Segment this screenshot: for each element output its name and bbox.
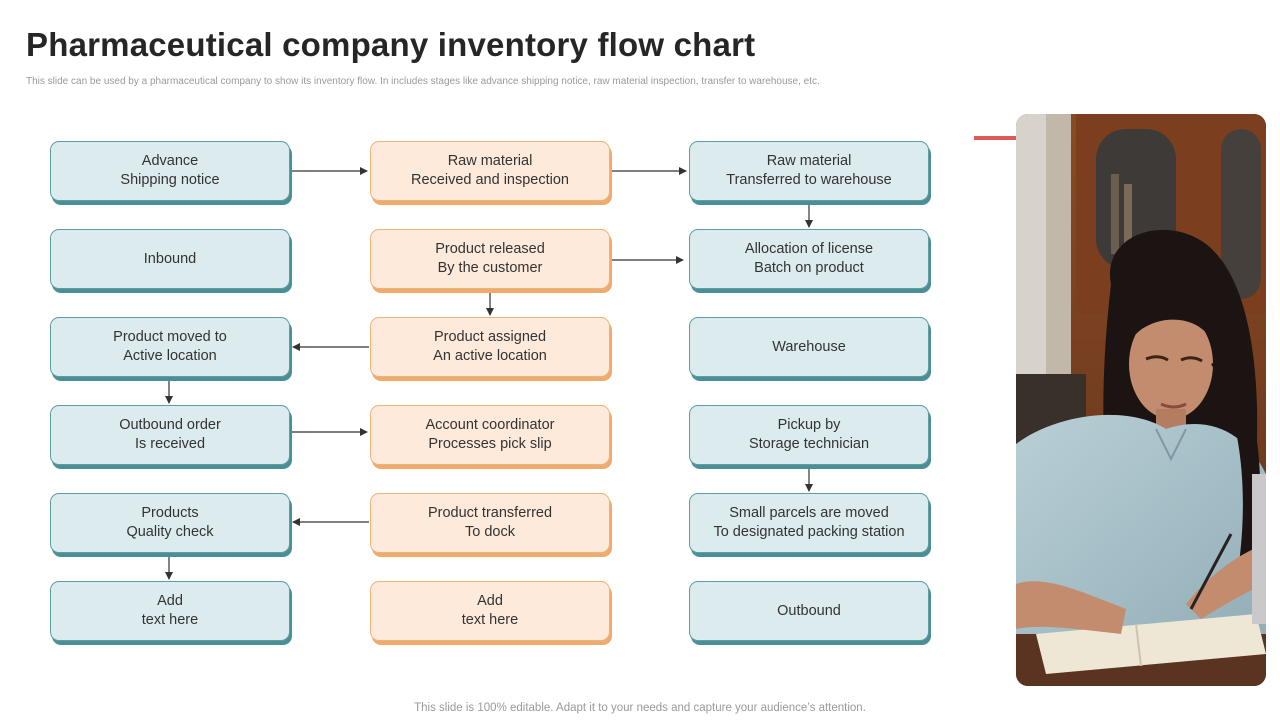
node-add-text-2: Add text here (370, 581, 610, 641)
node-add-text-1: Add text here (50, 581, 290, 641)
node-line: Active location (123, 348, 217, 364)
node-outbound: Outbound (689, 581, 929, 641)
node-line: Products (141, 505, 199, 521)
node-line: Outbound order (119, 417, 221, 433)
node-line: Allocation of license (744, 241, 874, 257)
node-quality-check: Products Quality check (50, 493, 290, 553)
node-line: An active location (433, 348, 547, 364)
node-raw-material-transferred: Raw material Transferred to warehouse (689, 141, 929, 201)
node-inbound: Inbound (50, 229, 290, 289)
footer-note: This slide is 100% editable. Adapt it to… (414, 702, 866, 714)
node-line: Shipping notice (120, 172, 220, 188)
node-line: Product moved to (113, 329, 227, 345)
node-small-parcels: Small parcels are moved To designated pa… (689, 493, 929, 553)
node-line: Transferred to warehouse (726, 172, 892, 188)
node-line: text here (461, 612, 519, 628)
node-product-moved: Product moved to Active location (50, 317, 290, 377)
node-line: Processes pick slip (428, 436, 552, 452)
node-account-coordinator: Account coordinator Processes pick slip (370, 405, 610, 465)
node-line: Is received (134, 436, 206, 452)
node-line: To dock (465, 524, 515, 540)
node-advance-shipping-notice: Advance Shipping notice (50, 141, 290, 201)
node-line: Batch on product (754, 260, 864, 276)
node-line: Account coordinator (425, 417, 555, 433)
node-line: Raw material (447, 153, 533, 169)
node-warehouse: Warehouse (689, 317, 929, 377)
node-outbound-order: Outbound order Is received (50, 405, 290, 465)
woman-writing-photo (1016, 114, 1266, 686)
node-line: Add (157, 593, 183, 609)
node-line: Product assigned (433, 329, 547, 345)
node-line: Received and inspection (411, 172, 569, 188)
node-line: By the customer (437, 260, 543, 276)
page-title: Pharmaceutical company inventory flow ch… (26, 26, 756, 63)
node-line: text here (141, 612, 199, 628)
node-line: Small parcels are moved (729, 505, 889, 521)
node-line: Pickup by (777, 417, 841, 433)
node-line: Inbound (143, 250, 197, 267)
node-line: Outbound (777, 602, 841, 619)
node-product-assigned: Product assigned An active location (370, 317, 610, 377)
node-line: Quality check (126, 524, 214, 540)
node-line: To designated packing station (713, 524, 905, 540)
photo-illustration (1016, 114, 1266, 686)
node-line: Raw material (766, 153, 852, 169)
node-line: Advance (141, 153, 199, 169)
node-raw-material-received: Raw material Received and inspection (370, 141, 610, 201)
node-pickup: Pickup by Storage technician (689, 405, 929, 465)
node-allocation-of-license: Allocation of license Batch on product (689, 229, 929, 289)
node-line: Product released (435, 241, 545, 257)
node-line: Storage technician (748, 436, 870, 452)
node-line: Product transferred (427, 505, 553, 521)
node-product-transferred: Product transferred To dock (370, 493, 610, 553)
page-subtitle: This slide can be used by a pharmaceutic… (26, 76, 820, 87)
node-product-released: Product released By the customer (370, 229, 610, 289)
node-line: Add (477, 593, 503, 609)
node-line: Warehouse (772, 338, 846, 355)
